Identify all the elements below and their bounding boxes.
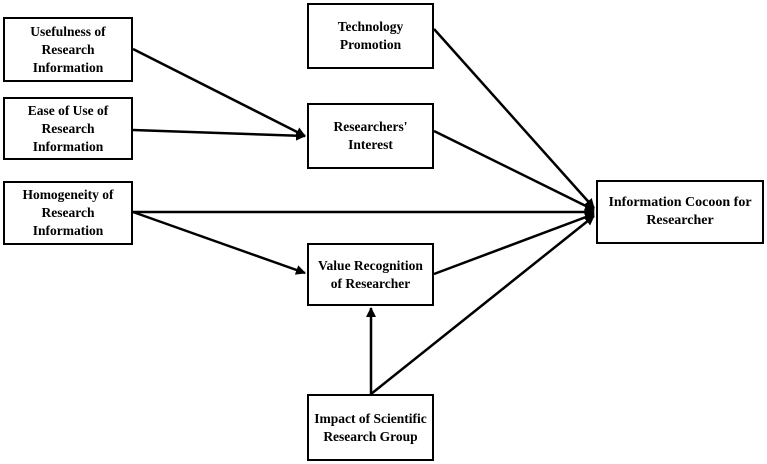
node-label: Value Recognition of Researcher <box>318 257 423 291</box>
node-value-recognition-of-researcher: Value Recognition of Researcher <box>307 243 434 306</box>
edge-homogeneity-to-value <box>132 210 306 275</box>
node-impact-of-scientific-research-group: Impact of Scientific Research Group <box>307 394 434 461</box>
node-label: Ease of Use of Research Information <box>27 102 109 154</box>
node-ease-of-use-of-research-information: Ease of Use of Research Information <box>3 97 133 160</box>
node-label: Information Cocoon for Researcher <box>608 195 752 228</box>
edge-ease-to-interest <box>132 128 306 141</box>
node-technology-promotion: Technology Promotion <box>307 3 434 69</box>
node-homogeneity-of-research-information: Homogeneity of Research Information <box>3 181 133 245</box>
edge-impact-to-cocoon <box>370 215 595 395</box>
node-usefulness-of-research-information: Usefulness of Research Information <box>3 17 133 82</box>
node-researchers-interest: Researchers' Interest <box>307 103 434 169</box>
node-label: Researchers' Interest <box>333 119 408 152</box>
node-label: Technology Promotion <box>337 19 404 52</box>
node-label: Homogeneity of Research Information <box>22 187 114 238</box>
edge-value-to-cocoon <box>433 212 595 276</box>
edge-interest-to-cocoon <box>433 129 595 212</box>
node-information-cocoon-for-researcher: Information Cocoon for Researcher <box>596 180 764 244</box>
node-label: Impact of Scientific Research Group <box>314 410 427 444</box>
edge-usefulness-to-interest <box>132 47 306 138</box>
node-label: Usefulness of Research Information <box>30 23 106 75</box>
edge-technology-to-cocoon <box>433 28 595 209</box>
